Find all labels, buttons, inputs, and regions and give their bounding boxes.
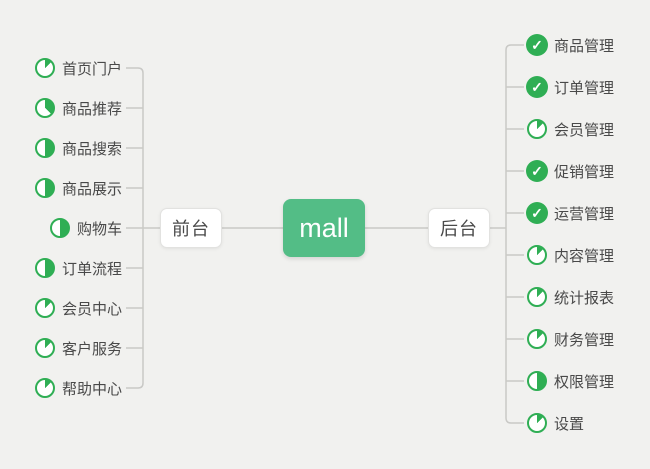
- back-node[interactable]: 后台: [428, 208, 490, 248]
- progress-icon-box: ✓: [526, 34, 548, 56]
- progress-icon-box: [34, 377, 56, 399]
- item-label: 会员管理: [554, 121, 615, 139]
- item-label: 会员中心: [61, 300, 122, 318]
- item-label: 帮助中心: [61, 380, 122, 398]
- progress-pie-icon: [527, 413, 547, 433]
- check-icon: ✓: [526, 34, 548, 56]
- check-icon: ✓: [526, 202, 548, 224]
- mindmap-item[interactable]: 权限管理: [522, 360, 650, 402]
- item-label: 权限管理: [554, 373, 615, 391]
- front-branch-list: 首页门户 商品推荐 商品搜索 商品展示: [0, 48, 126, 408]
- progress-icon-box: [34, 177, 56, 199]
- progress-pie-icon: [527, 329, 547, 349]
- front-node-label: 前台: [172, 219, 210, 239]
- progress-icon-box: ✓: [526, 160, 548, 182]
- progress-pie-icon: [34, 378, 55, 398]
- progress-pie-icon: [527, 245, 547, 265]
- item-label: 商品管理: [554, 37, 615, 55]
- mindmap-item[interactable]: 会员管理: [522, 108, 650, 150]
- mindmap-item[interactable]: 商品展示: [0, 168, 126, 208]
- back-branch-list: ✓ 商品管理 ✓ 订单管理 会员管理 ✓: [522, 24, 650, 444]
- progress-icon-box: [34, 297, 56, 319]
- progress-icon-box: [34, 257, 56, 279]
- mindmap-item[interactable]: ✓ 促销管理: [522, 150, 650, 192]
- mindmap-item[interactable]: 帮助中心: [0, 368, 126, 408]
- item-label: 统计报表: [554, 289, 615, 307]
- front-node[interactable]: 前台: [160, 208, 222, 248]
- progress-pie-icon: [34, 178, 55, 198]
- progress-icon-box: ✓: [526, 76, 548, 98]
- progress-icon-box: [34, 337, 56, 359]
- item-label: 内容管理: [554, 247, 615, 265]
- progress-pie-icon: [34, 258, 55, 278]
- progress-icon-box: [526, 370, 548, 392]
- item-label: 商品推荐: [61, 100, 122, 118]
- item-label: 商品搜索: [61, 140, 122, 158]
- item-label: 首页门户: [61, 60, 122, 78]
- progress-pie-icon: [34, 98, 55, 118]
- check-icon: ✓: [526, 160, 548, 182]
- progress-pie-icon: [34, 138, 55, 158]
- progress-icon-box: [526, 328, 548, 350]
- progress-pie-icon: [34, 298, 55, 318]
- item-label: 运营管理: [554, 205, 615, 223]
- item-label: 订单流程: [61, 260, 122, 278]
- mindmap-item[interactable]: 首页门户: [0, 48, 126, 88]
- mindmap-item[interactable]: 商品搜索: [0, 128, 126, 168]
- mindmap-item[interactable]: 设置: [522, 402, 650, 444]
- progress-pie-icon: [527, 287, 547, 307]
- mindmap-item[interactable]: ✓ 商品管理: [522, 24, 650, 66]
- progress-icon-box: [526, 412, 548, 434]
- mindmap-item[interactable]: 购物车: [0, 208, 126, 248]
- mindmap-item[interactable]: 财务管理: [522, 318, 650, 360]
- item-label: 客户服务: [61, 340, 122, 358]
- progress-pie-icon: [527, 371, 547, 391]
- mall-root-node[interactable]: mall: [283, 199, 365, 257]
- item-label: 促销管理: [554, 163, 615, 181]
- progress-icon-box: [49, 217, 71, 239]
- mall-node-label: mall: [299, 212, 349, 243]
- progress-icon-box: [34, 137, 56, 159]
- mindmap-item[interactable]: ✓ 订单管理: [522, 66, 650, 108]
- progress-icon-box: [526, 244, 548, 266]
- item-label: 购物车: [76, 220, 122, 238]
- progress-pie-icon: [49, 218, 70, 238]
- mindmap-item[interactable]: ✓ 运营管理: [522, 192, 650, 234]
- item-label: 财务管理: [554, 331, 615, 349]
- progress-pie-icon: [34, 58, 55, 78]
- progress-icon-box: [34, 57, 56, 79]
- mindmap-item[interactable]: 内容管理: [522, 234, 650, 276]
- mindmap-item[interactable]: 客户服务: [0, 328, 126, 368]
- back-node-label: 后台: [440, 219, 478, 239]
- mindmap-item[interactable]: 会员中心: [0, 288, 126, 328]
- progress-pie-icon: [527, 119, 547, 139]
- check-icon: ✓: [526, 76, 548, 98]
- progress-icon-box: [34, 97, 56, 119]
- mindmap-item[interactable]: 订单流程: [0, 248, 126, 288]
- item-label: 商品展示: [61, 180, 122, 198]
- progress-icon-box: [526, 118, 548, 140]
- mindmap-item[interactable]: 商品推荐: [0, 88, 126, 128]
- item-label: 订单管理: [554, 79, 615, 97]
- item-label: 设置: [554, 415, 585, 433]
- progress-pie-icon: [34, 338, 55, 358]
- mindmap-item[interactable]: 统计报表: [522, 276, 650, 318]
- progress-icon-box: ✓: [526, 202, 548, 224]
- progress-icon-box: [526, 286, 548, 308]
